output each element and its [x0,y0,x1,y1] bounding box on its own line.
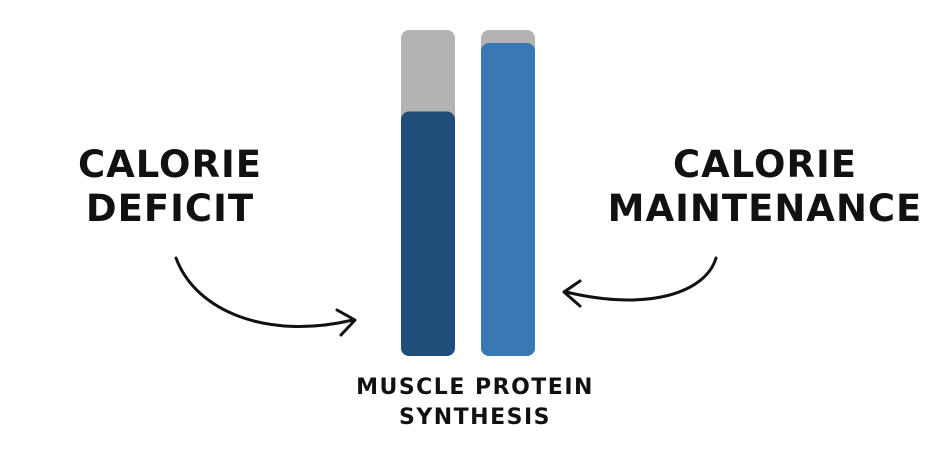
muscle-protein-synthesis-label: MUSCLE PROTEIN SYNTHESIS [300,373,650,432]
calorie-deficit-label: CALORIE DEFICIT [40,143,300,230]
bar-maintenance [481,43,535,356]
bottom-label-line2: SYNTHESIS [398,404,551,430]
bottom-label-line1: MUSCLE PROTEIN [356,375,594,400]
calorie-maintenance-label: CALORIE MAINTENANCE [600,143,930,230]
left-label-line1: CALORIE [77,143,263,186]
right-arrow-icon [562,256,718,308]
left-arrow-icon [174,256,357,337]
left-label-line2: DEFICIT [85,186,255,230]
bar-deficit [401,111,455,356]
right-label-line1: CALORIE [672,143,858,186]
right-label-line2: MAINTENANCE [607,186,923,230]
